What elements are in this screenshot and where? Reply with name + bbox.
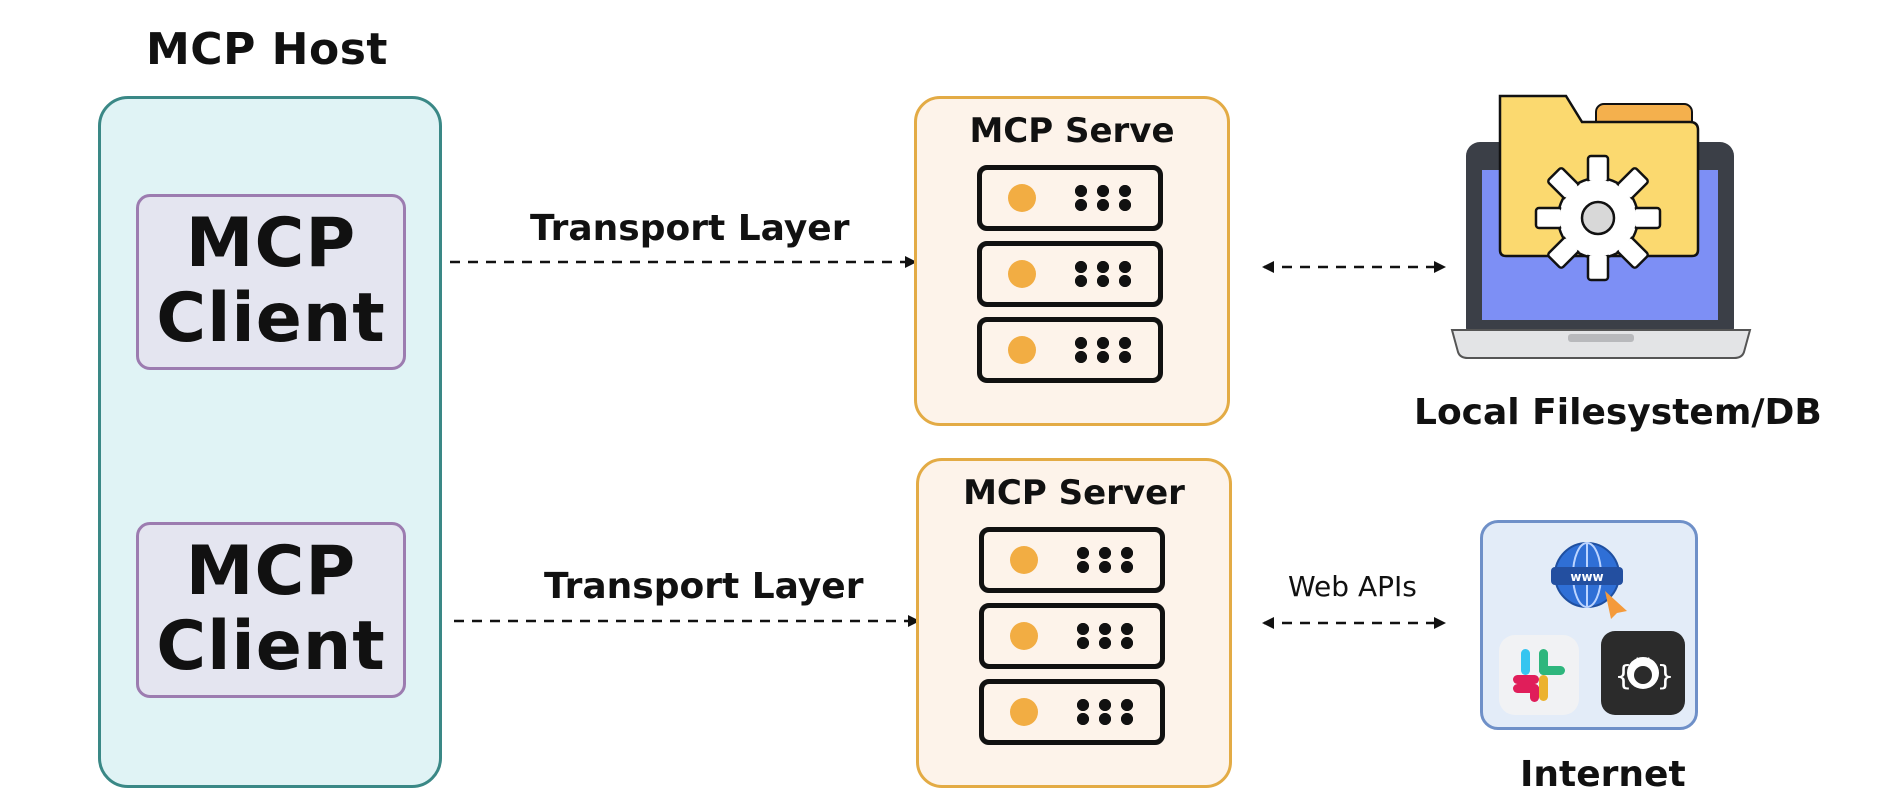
server-vent-icon bbox=[1072, 698, 1138, 726]
server-rack-unit bbox=[979, 679, 1165, 745]
server-title: MCP Server bbox=[963, 473, 1185, 513]
server-vent-icon bbox=[1070, 260, 1136, 288]
mcp-client-top: MCP Client bbox=[136, 194, 406, 370]
transport-layer-label-top: Transport Layer bbox=[530, 208, 850, 249]
svg-text:{: { bbox=[1615, 659, 1632, 692]
server-vent-icon bbox=[1070, 336, 1136, 364]
server-rack-unit bbox=[979, 603, 1165, 669]
globe-www-icon: www bbox=[1551, 542, 1627, 619]
slack-icon bbox=[1499, 635, 1579, 715]
gear-icon bbox=[1534, 154, 1662, 282]
mcp-client-bottom: MCP Client bbox=[136, 522, 406, 698]
server-vent-icon bbox=[1072, 546, 1138, 574]
client-label-line1: MCP bbox=[185, 204, 357, 284]
client-label-line2: Client bbox=[156, 607, 386, 686]
local-filesystem-label: Local Filesystem/DB bbox=[1414, 392, 1822, 433]
transport-layer-label-bottom: Transport Layer bbox=[544, 566, 864, 607]
server-led-icon bbox=[1010, 546, 1038, 574]
server-rack-unit bbox=[977, 317, 1163, 383]
server-led-icon bbox=[1008, 336, 1036, 364]
svg-text:}: } bbox=[1657, 659, 1674, 692]
client-label-line1: MCP bbox=[185, 532, 357, 612]
server-rack-unit bbox=[977, 165, 1163, 231]
server-led-icon bbox=[1008, 260, 1036, 288]
mcp-server-top: MCP Serve bbox=[914, 96, 1230, 426]
server-led-icon bbox=[1010, 622, 1038, 650]
host-title: MCP Host bbox=[146, 24, 388, 75]
server-rack-unit bbox=[977, 241, 1163, 307]
server-led-icon bbox=[1008, 184, 1036, 212]
mcp-server-bottom: MCP Server bbox=[916, 458, 1232, 788]
github-icon: { } bbox=[1601, 631, 1685, 715]
internet-label: Internet bbox=[1520, 754, 1686, 795]
server-led-icon bbox=[1010, 698, 1038, 726]
client-label-line2: Client bbox=[156, 279, 386, 358]
www-text: www bbox=[1570, 570, 1603, 584]
laptop-folder-icon bbox=[1450, 94, 1752, 359]
server-title: MCP Serve bbox=[969, 111, 1175, 151]
server-rack-unit bbox=[979, 527, 1165, 593]
server-vent-icon bbox=[1070, 184, 1136, 212]
web-apis-label: Web APIs bbox=[1288, 570, 1417, 603]
internet-container: www { } bbox=[1480, 520, 1698, 730]
server-vent-icon bbox=[1072, 622, 1138, 650]
